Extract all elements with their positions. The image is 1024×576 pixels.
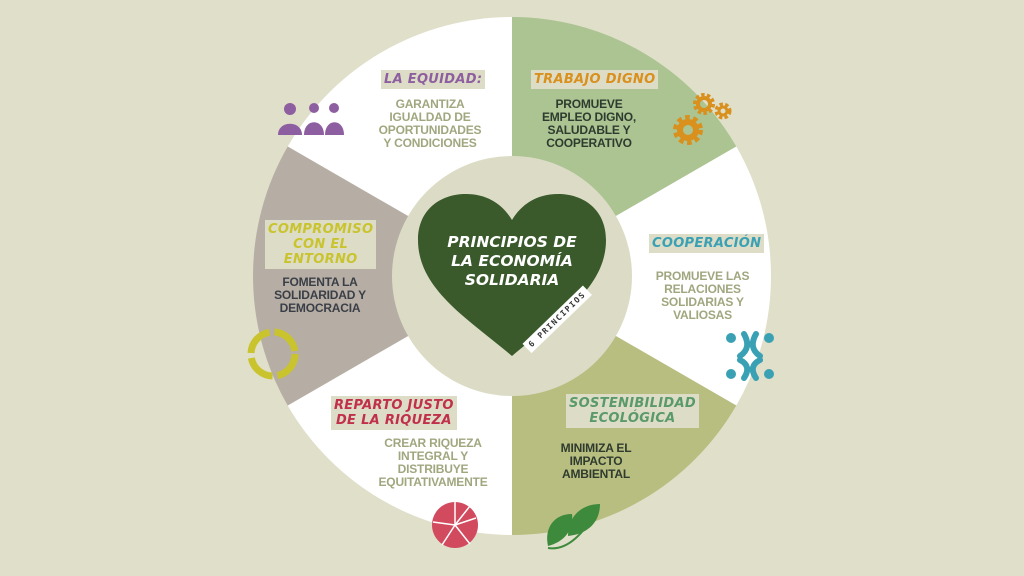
- body-line: CREAR RIQUEZA: [384, 436, 482, 450]
- body-line: PROMUEVE: [555, 97, 623, 111]
- body-line: FOMENTA LA: [282, 275, 358, 289]
- title-line: ENTORNO: [283, 252, 358, 267]
- body-line: IMPACTO: [569, 454, 623, 468]
- gears-icon: [673, 93, 732, 145]
- body-line: VALIOSAS: [673, 308, 732, 322]
- body-line: GARANTIZA: [395, 97, 465, 111]
- people-icon: [278, 103, 344, 135]
- cooperation-icon: [726, 331, 774, 381]
- body-line: INTEGRAL Y: [397, 449, 469, 463]
- body-line: MINIMIZA EL: [560, 441, 632, 455]
- body-line: COOPERATIVO: [546, 136, 632, 150]
- wedge-cooperacion: [512, 146, 771, 406]
- body-line: EMPLEO DIGNO,: [541, 110, 637, 124]
- title-line: REPARTO JUSTO: [334, 398, 454, 413]
- center-title: PRINCIPIOS DE LA ECONOMÍA SOLIDARIA: [432, 233, 592, 290]
- trabajo-digno-title: TRABAJO DIGNO: [531, 70, 659, 89]
- body-line: EQUITATIVAMENTE: [378, 475, 488, 489]
- body-line: SOLIDARIDAD Y: [274, 288, 366, 302]
- body-line: AMBIENTAL: [562, 467, 630, 481]
- pie-icon: [432, 502, 478, 548]
- title-line: CON EL: [293, 237, 349, 252]
- body-line: SOLIDARIAS Y: [661, 295, 744, 309]
- cycle-icon: [247, 328, 299, 380]
- cooperacion-title: COOPERACIÓN: [649, 234, 765, 253]
- body-line: DEMOCRACIA: [279, 301, 361, 315]
- equidad-title: LA EQUIDAD:: [381, 70, 486, 89]
- body-line: OPORTUNIDADES: [378, 123, 482, 137]
- title-line: LA ECONOMÍA: [451, 252, 573, 270]
- title-line: SOLIDARIA: [464, 271, 560, 289]
- title-line: COMPROMISO: [268, 222, 374, 237]
- body-line: Y CONDICIONES: [383, 136, 477, 150]
- wedge-compromiso: [253, 146, 512, 406]
- body-line: SALUDABLE Y: [547, 123, 631, 137]
- leaves-icon: [547, 504, 600, 550]
- body-line: PROMUEVE LAS: [655, 269, 750, 283]
- body-line: RELACIONES: [664, 282, 741, 296]
- title-line: ECOLÓGICA: [589, 411, 676, 426]
- body-line: IGUALDAD DE: [389, 110, 471, 124]
- title-line: SOSTENIBILIDAD: [569, 396, 696, 411]
- body-line: DISTRIBUYE: [397, 462, 469, 476]
- title-line: PRINCIPIOS DE: [447, 233, 577, 251]
- title-line: DE LA RIQUEZA: [335, 413, 452, 428]
